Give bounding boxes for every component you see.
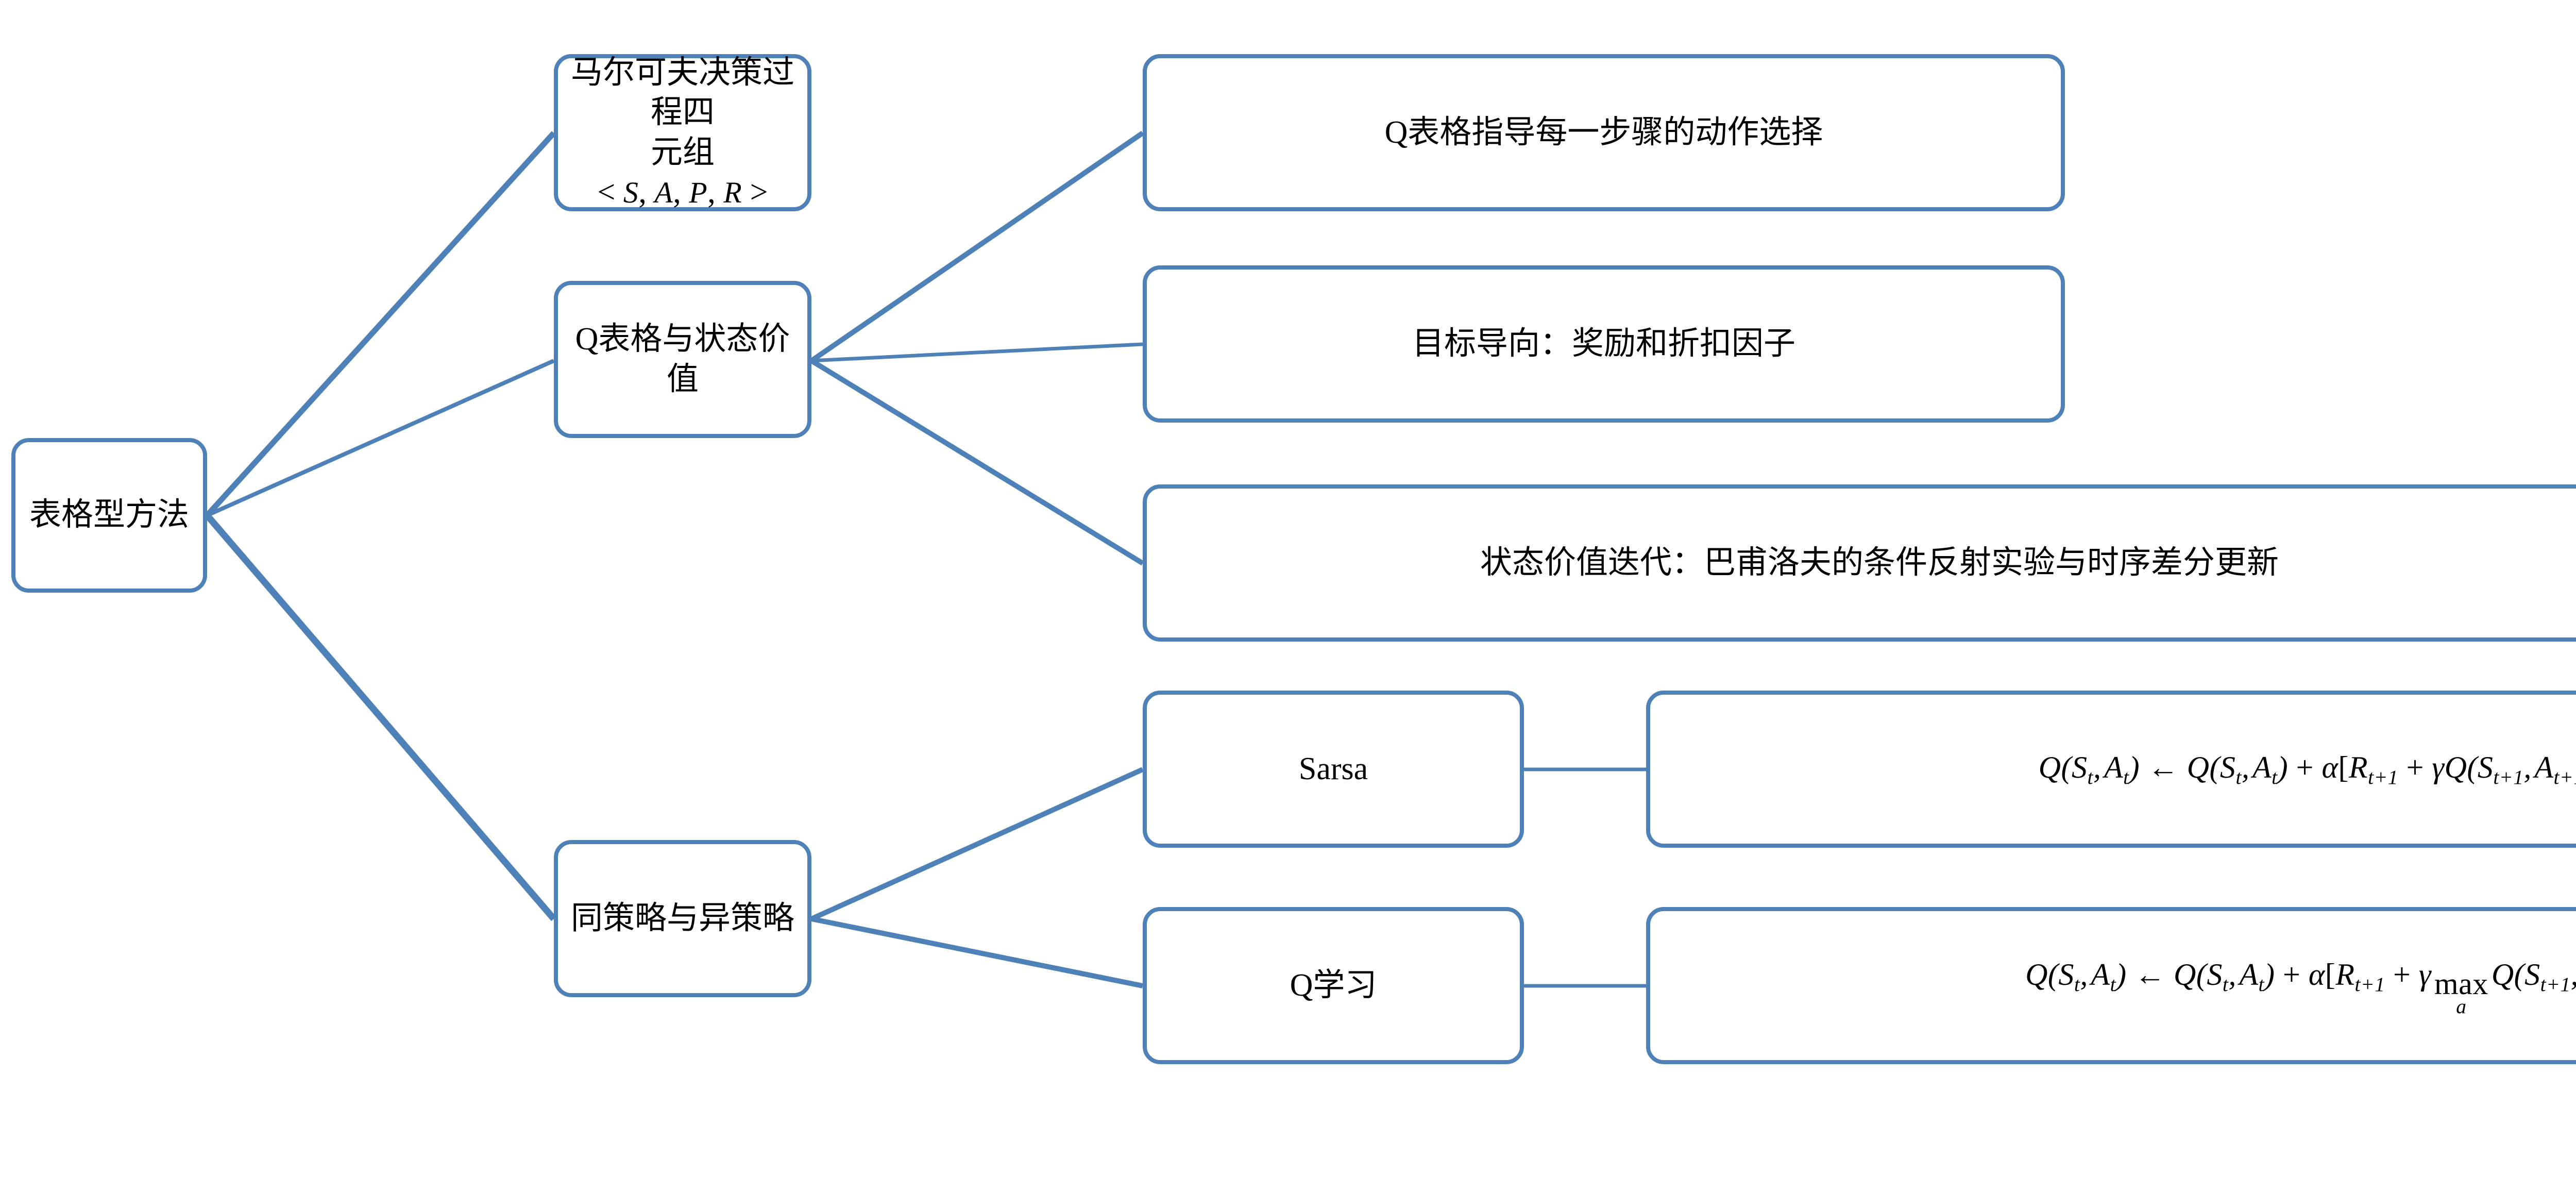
node-markov-decision-process[interactable]: 马尔可夫决策过程四 元组< S, A, P, R > xyxy=(554,54,811,211)
connector-policy-to-qlearning xyxy=(811,916,1143,988)
node-qtable-label: Q表格与状态价值 xyxy=(575,322,790,397)
node-leaf-q3-label: 状态价值迭代：巴甫洛夫的条件反射实验与时序差分更新 xyxy=(1480,545,2279,580)
node-mdp-label-line1: 马尔可夫决策过程四 xyxy=(570,55,794,130)
node-root[interactable]: 表格型方法 xyxy=(11,438,207,593)
node-leaf-q-table-guides-action[interactable]: Q表格指导每一步骤的动作选择 xyxy=(1143,54,2065,211)
connector-policy-to-sarsa xyxy=(810,767,1144,921)
connector-qtable-to-leaf1 xyxy=(810,130,1144,363)
connector-qtable-to-leaf2 xyxy=(811,342,1143,363)
connector-root-to-mdp xyxy=(205,131,556,517)
node-leaf-q1-label: Q表格指导每一步骤的动作选择 xyxy=(1384,114,1823,150)
connector-root-to-qtable xyxy=(206,359,555,517)
node-sarsa-label: Sarsa xyxy=(1298,751,1368,786)
node-sarsa[interactable]: Sarsa xyxy=(1143,691,1524,848)
node-mdp-label: 马尔可夫决策过程四 元组< S, A, P, R > xyxy=(567,53,798,213)
node-q-table-and-state-value[interactable]: Q表格与状态价值 xyxy=(554,281,811,438)
connector-qtable-to-leaf3 xyxy=(810,358,1144,566)
node-leaf-q2-label: 目标导向：奖励和折扣因子 xyxy=(1412,326,1795,361)
node-policy-label: 同策略与异策略 xyxy=(570,900,794,936)
node-qlearning-label: Q学习 xyxy=(1290,967,1377,1003)
node-on-policy-off-policy[interactable]: 同策略与异策略 xyxy=(554,840,811,997)
node-q-learning[interactable]: Q学习 xyxy=(1143,907,1524,1064)
node-mdp-label-line2: 元组< S, A, P, R > xyxy=(597,135,768,210)
sarsa-formula-expression: Q(St, At) ← Q(St, At) + α[Rt+1 + γQ(St+1… xyxy=(2038,750,2576,788)
node-sarsa-formula[interactable]: Q(St, At) ← Q(St, At) + α[Rt+1 + γQ(St+1… xyxy=(1646,691,2576,848)
node-root-label: 表格型方法 xyxy=(29,497,189,533)
connector-root-to-policy xyxy=(205,513,556,921)
node-leaf-goal-oriented-reward-discount[interactable]: 目标导向：奖励和折扣因子 xyxy=(1143,265,2065,423)
node-leaf-state-value-iteration[interactable]: 状态价值迭代：巴甫洛夫的条件反射实验与时序差分更新 xyxy=(1143,484,2576,642)
